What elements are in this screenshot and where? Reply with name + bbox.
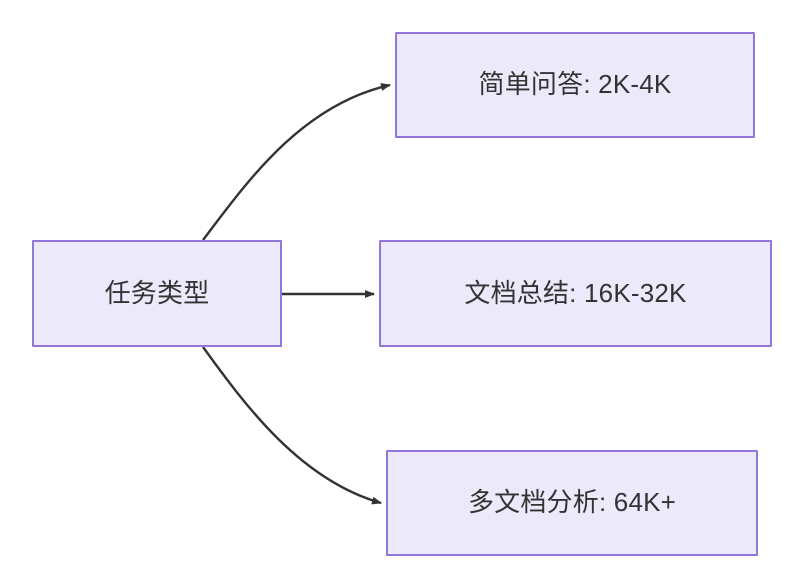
node-task-type-label: 任务类型 xyxy=(104,277,210,308)
node-multi-doc[interactable]: 多文档分析: 64K+ xyxy=(386,450,758,556)
node-task-type[interactable]: 任务类型 xyxy=(32,240,282,347)
edge-root-to-simple-qa xyxy=(202,83,391,241)
node-multi-doc-label: 多文档分析: 64K+ xyxy=(467,487,677,518)
node-doc-summary-label: 文档总结: 16K-32K xyxy=(464,277,687,308)
node-simple-qa-label: 简单问答: 2K-4K xyxy=(478,69,672,100)
node-doc-summary[interactable]: 文档总结: 16K-32K xyxy=(379,240,772,347)
edge-root-to-multi-doc xyxy=(202,346,382,505)
node-simple-qa[interactable]: 简单问答: 2K-4K xyxy=(395,32,755,138)
